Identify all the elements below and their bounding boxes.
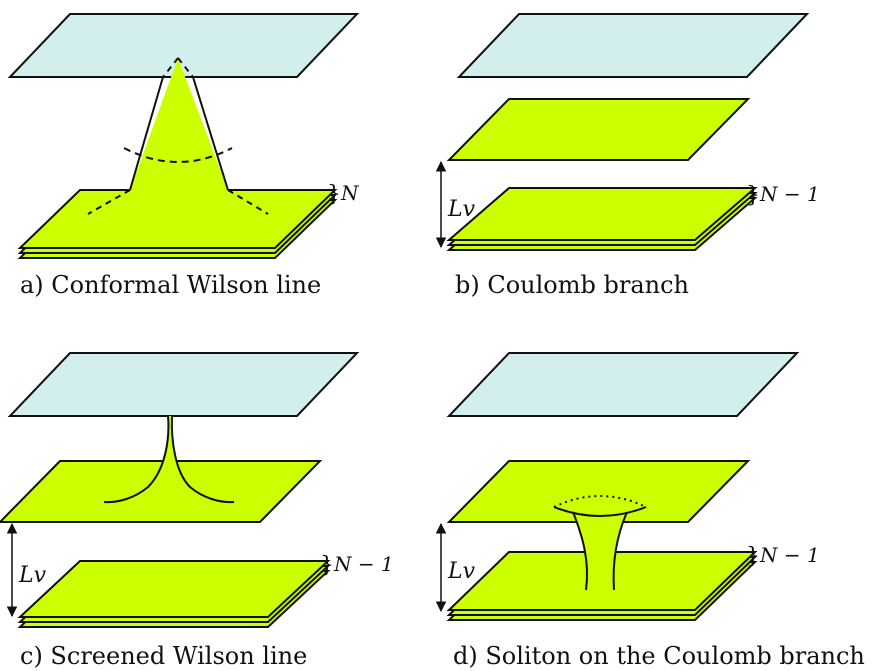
cone-edge — [192, 76, 229, 191]
stack-label: N — [340, 181, 360, 205]
boundary-plane — [7, 352, 360, 417]
funnel-edge — [170, 415, 235, 504]
cone-edge — [177, 57, 194, 78]
stack-label: N − 1 — [759, 182, 820, 206]
boundary-plane — [446, 352, 800, 417]
wilson-cone — [130, 58, 228, 190]
tube-rim-back — [553, 495, 647, 508]
stack-label: N − 1 — [759, 543, 820, 567]
tube-edge — [612, 511, 628, 591]
separated-brane — [446, 98, 751, 161]
caption: c) Screened Wilson line — [20, 642, 307, 670]
boundary-plane — [7, 13, 360, 78]
cone-edge — [129, 76, 164, 191]
caption: b) Coulomb branch — [455, 271, 689, 299]
stack-brace: } — [327, 182, 341, 207]
horizon-arc — [123, 147, 233, 163]
brane-sheet — [446, 187, 758, 241]
boundary-plane — [456, 13, 810, 78]
funnel-edge — [103, 415, 170, 504]
distance-label: Lv — [447, 559, 476, 584]
tube-rim-front — [553, 506, 647, 517]
distance-label: Lv — [447, 197, 476, 222]
wilson-cone-below — [120, 190, 238, 206]
brane-sheet — [17, 560, 331, 618]
stack-brace: } — [320, 553, 334, 578]
cone-edge — [227, 189, 269, 215]
cone-edge — [162, 57, 179, 78]
string-funnel — [104, 416, 234, 503]
panel-b: Lv } N − 1 b) Coulomb branch — [435, 13, 820, 299]
panel-d: Lv } N − 1 d) Soliton on the Coulomb bra… — [435, 352, 865, 670]
stack-label: N − 1 — [333, 552, 394, 576]
tube-edge — [572, 511, 589, 591]
stack-brace: } — [746, 544, 760, 569]
panel-c: Lv } N − 1 c) Screened Wilson line — [0, 352, 394, 670]
brane-sheet — [17, 189, 338, 249]
panel-a: } N a) Conformal Wilson line — [7, 13, 360, 299]
caption: d) Soliton on the Coulomb branch — [453, 642, 865, 670]
cone-edge — [87, 189, 131, 215]
caption: a) Conformal Wilson line — [20, 271, 321, 299]
distance-label: Lv — [18, 563, 47, 588]
stack-brace: } — [746, 183, 760, 208]
separated-brane — [446, 460, 751, 523]
